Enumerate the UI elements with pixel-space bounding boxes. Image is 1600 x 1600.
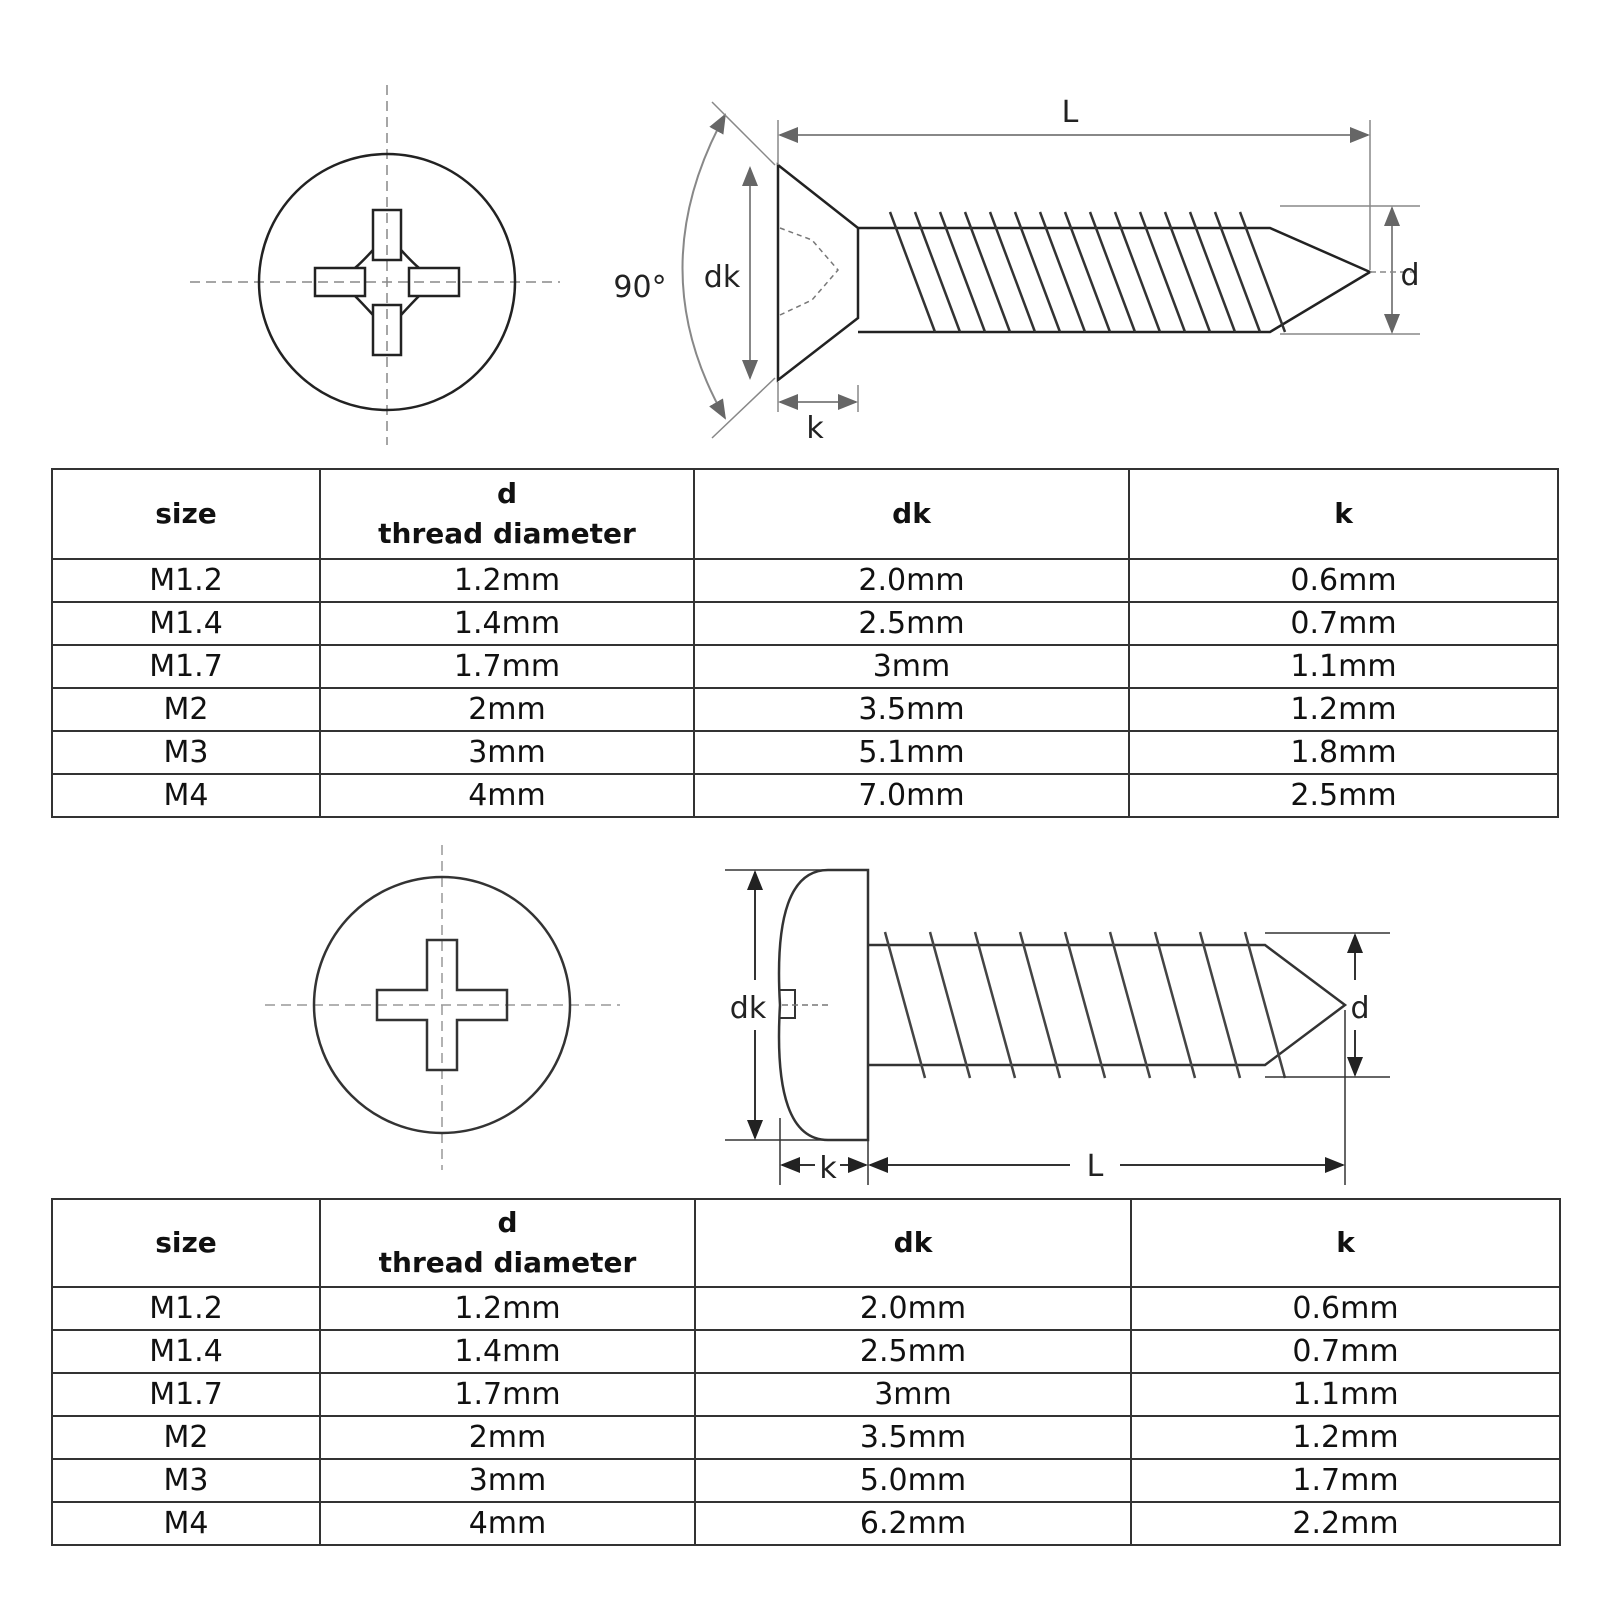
size-cell: M2	[51, 1415, 321, 1460]
k-cell: 1.2mm	[1130, 1415, 1561, 1460]
table-row: M3 3mm 5.0mm 1.7mm	[51, 1458, 1561, 1503]
thread-lines	[888, 211, 1287, 333]
dk-header: dk	[693, 468, 1130, 560]
dk-cell: 3.5mm	[694, 1415, 1132, 1460]
thread-diameter-label: d	[1350, 991, 1369, 1026]
d-cell: 4mm	[319, 773, 695, 818]
table-row: M3 3mm 5.1mm 1.8mm	[51, 730, 1559, 775]
k-cell: 0.7mm	[1128, 601, 1559, 646]
head-height-label: k	[819, 1151, 837, 1186]
dk-header: dk	[694, 1198, 1132, 1288]
flat-head-spec-table: size d thread diameter dk k M1.2 1.2mm 2…	[51, 468, 1559, 818]
table-row: M4 4mm 6.2mm 2.2mm	[51, 1501, 1561, 1546]
pan-head-screw-svg: dk d k L	[265, 845, 1390, 1186]
dk-cell: 2.0mm	[694, 1286, 1132, 1331]
table-header-row: size d thread diameter dk k	[51, 468, 1559, 560]
flat-head-screw-drawing: L 90° dk d k	[0, 0, 1600, 460]
dk-cell: 5.0mm	[694, 1458, 1132, 1503]
k-cell: 1.1mm	[1130, 1372, 1561, 1417]
d-symbol: d	[496, 477, 518, 510]
size-cell: M3	[51, 730, 321, 775]
pan-head-screw-drawing: dk d k L	[0, 840, 1600, 1200]
k-cell: 0.6mm	[1128, 558, 1559, 603]
k-cell: 1.8mm	[1128, 730, 1559, 775]
d-cell: 3mm	[319, 730, 695, 775]
k-header: k	[1128, 468, 1559, 560]
thread-diameter-label: d	[1400, 258, 1419, 293]
size-cell: M1.4	[51, 601, 321, 646]
d-cell: 3mm	[319, 1458, 696, 1503]
dk-cell: 3mm	[694, 1372, 1132, 1417]
dk-cell: 5.1mm	[693, 730, 1130, 775]
d-cell: 4mm	[319, 1501, 696, 1546]
table-row: M4 4mm 7.0mm 2.5mm	[51, 773, 1559, 818]
flat-head-top-view	[190, 85, 560, 445]
length-label: L	[1062, 95, 1079, 130]
size-cell: M1.2	[51, 1286, 321, 1331]
dk-cell: 7.0mm	[693, 773, 1130, 818]
size-cell: M1.4	[51, 1329, 321, 1374]
pan-head-spec-table: size d thread diameter dk k M1.2 1.2mm 2…	[51, 1198, 1561, 1546]
d-cell: 1.2mm	[319, 1286, 696, 1331]
table-row: M1.4 1.4mm 2.5mm 0.7mm	[51, 601, 1559, 646]
dk-cell: 2.5mm	[694, 1329, 1132, 1374]
head-diameter-label: dk	[730, 991, 767, 1026]
dk-cell: 3.5mm	[693, 687, 1130, 732]
size-cell: M2	[51, 687, 321, 732]
d-cell: 1.2mm	[319, 558, 695, 603]
table-row: M2 2mm 3.5mm 1.2mm	[51, 1415, 1561, 1460]
d-cell: 2mm	[319, 687, 695, 732]
d-cell: 1.7mm	[319, 644, 695, 689]
dk-cell: 3mm	[693, 644, 1130, 689]
pan-head-side-view: dk d k L	[725, 868, 1390, 1186]
thread-diameter-header: d thread diameter	[319, 1198, 696, 1288]
dk-cell: 2.0mm	[693, 558, 1130, 603]
thread-lines	[883, 931, 1287, 1079]
table-row: M2 2mm 3.5mm 1.2mm	[51, 687, 1559, 732]
phillips-cross-icon	[375, 938, 509, 1072]
dk-cell: 2.5mm	[693, 601, 1130, 646]
head-height-label: k	[806, 411, 824, 446]
d-description: thread diameter	[378, 517, 636, 550]
k-cell: 0.6mm	[1130, 1286, 1561, 1331]
k-cell: 1.2mm	[1128, 687, 1559, 732]
flat-head-screw-svg: L 90° dk d k	[190, 85, 1420, 446]
thread-diameter-header: d thread diameter	[319, 468, 695, 560]
size-cell: M1.7	[51, 644, 321, 689]
size-cell: M4	[51, 1501, 321, 1546]
table-row: M1.7 1.7mm 3mm 1.1mm	[51, 1372, 1561, 1417]
d-cell: 1.4mm	[319, 601, 695, 646]
table-row: M1.7 1.7mm 3mm 1.1mm	[51, 644, 1559, 689]
flat-head-side-view: L 90° dk d k	[613, 95, 1420, 446]
k-cell: 1.7mm	[1130, 1458, 1561, 1503]
k-cell: 2.2mm	[1130, 1501, 1561, 1546]
size-cell: M1.7	[51, 1372, 321, 1417]
table-row: M1.2 1.2mm 2.0mm 0.6mm	[51, 1286, 1561, 1331]
dk-cell: 6.2mm	[694, 1501, 1132, 1546]
k-cell: 0.7mm	[1130, 1329, 1561, 1374]
phillips-recess-icon	[313, 208, 461, 357]
angle-label: 90°	[613, 270, 666, 305]
table-row: M1.2 1.2mm 2.0mm 0.6mm	[51, 558, 1559, 603]
head-diameter-label: dk	[704, 260, 741, 295]
k-header: k	[1130, 1198, 1561, 1288]
d-cell: 1.7mm	[319, 1372, 696, 1417]
d-cell: 2mm	[319, 1415, 696, 1460]
k-cell: 2.5mm	[1128, 773, 1559, 818]
table-row: M1.4 1.4mm 2.5mm 0.7mm	[51, 1329, 1561, 1374]
d-cell: 1.4mm	[319, 1329, 696, 1374]
size-cell: M3	[51, 1458, 321, 1503]
d-description: thread diameter	[378, 1246, 637, 1279]
size-header: size	[51, 468, 321, 560]
size-header: size	[51, 1198, 321, 1288]
length-label: L	[1087, 1149, 1104, 1184]
size-cell: M4	[51, 773, 321, 818]
d-symbol: d	[497, 1206, 518, 1239]
pan-head-top-view	[265, 845, 620, 1170]
table-header-row: size d thread diameter dk k	[51, 1198, 1561, 1288]
k-cell: 1.1mm	[1128, 644, 1559, 689]
size-cell: M1.2	[51, 558, 321, 603]
